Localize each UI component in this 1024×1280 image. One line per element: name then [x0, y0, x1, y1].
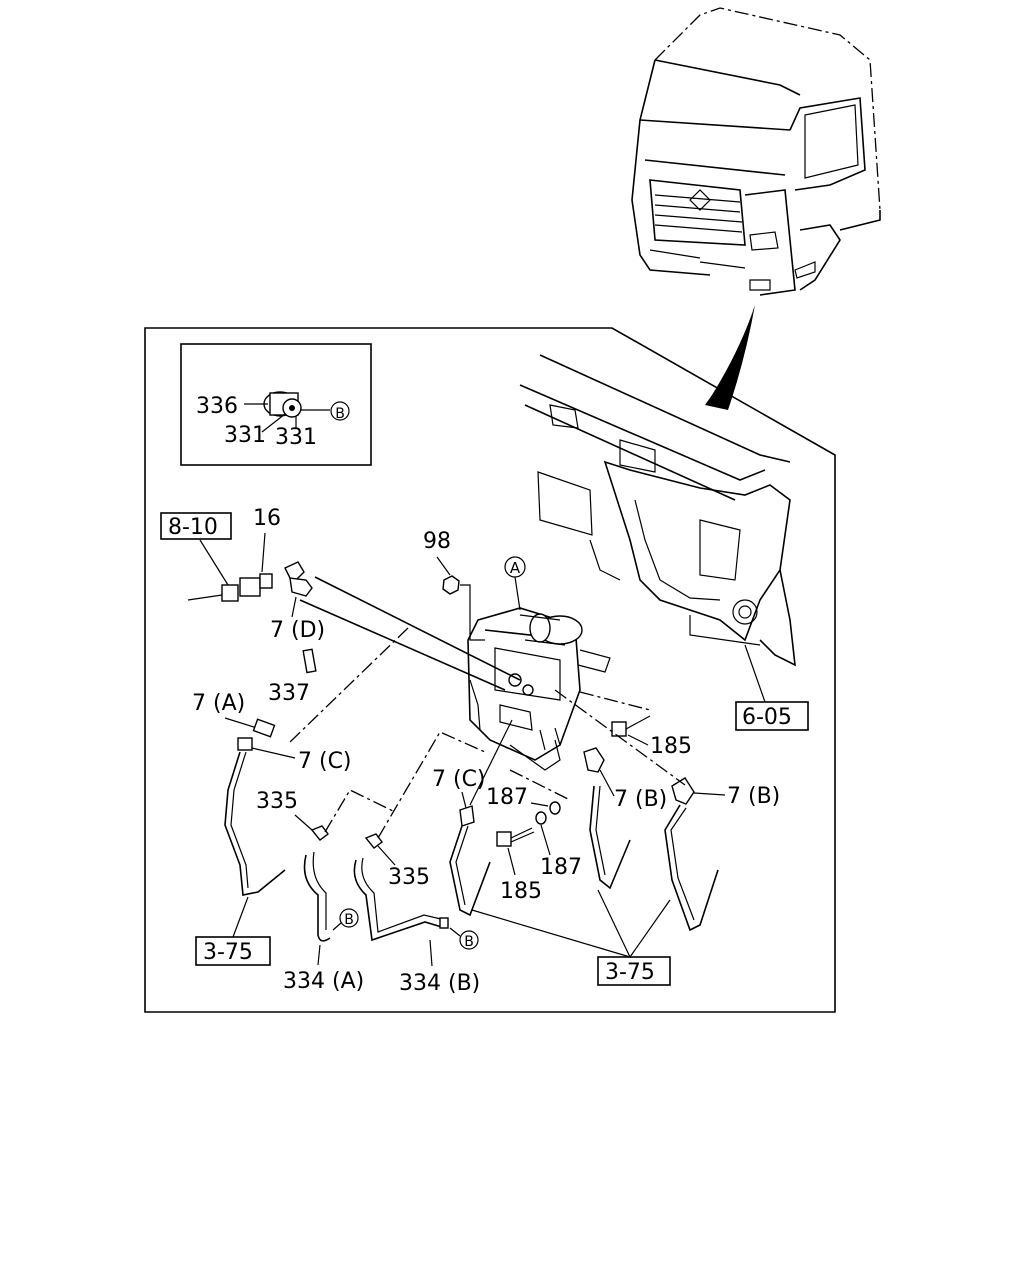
label-335-right: 335 [388, 865, 430, 890]
ref-box-8-10 [160, 512, 232, 540]
bolt-185-lower [496, 827, 535, 847]
circle-b-inset-letter: B [335, 406, 345, 422]
circle-b-right-letter: B [464, 934, 474, 950]
label-98: 98 [423, 529, 451, 554]
diagram-frame [144, 327, 836, 1013]
pipe-mid [449, 825, 491, 917]
ref-box-6-05 [735, 701, 809, 731]
ref-6-05: 6-05 [742, 705, 792, 730]
pipe-right-b [664, 804, 719, 932]
label-7c-left: 7 (C) [298, 749, 352, 774]
ref-box-3-75-right [597, 956, 671, 986]
fitting-7b-right [671, 777, 695, 805]
inset-box [180, 343, 372, 466]
label-187-upper: 187 [486, 785, 528, 810]
label-331-b: 331 [275, 425, 317, 450]
label-7b-right: 7 (B) [727, 784, 780, 809]
pointer-arrow [705, 305, 755, 410]
bolt-185-upper [611, 715, 651, 737]
pipe-right-a [589, 785, 631, 890]
label-337: 337 [268, 681, 310, 706]
circle-b-left-letter: B [344, 912, 354, 928]
circle-b-right-marker [459, 930, 479, 950]
label-7b-mid: 7 (B) [614, 787, 667, 812]
label-16: 16 [253, 506, 281, 531]
label-334b: 334 (B) [399, 971, 480, 996]
circle-b-left-marker [339, 908, 359, 928]
dashboard-panel [519, 354, 796, 667]
hose-334a [303, 854, 331, 942]
label-7d: 7 (D) [270, 618, 325, 643]
label-185-lower: 185 [500, 879, 542, 904]
washer-187-b [535, 811, 547, 825]
hose-334b [353, 859, 446, 942]
circle-a-letter: A [510, 559, 521, 577]
sensor-16 [187, 573, 273, 602]
ref-3-75-right: 3-75 [605, 960, 655, 985]
nut-98 [442, 575, 460, 595]
connector-335-left [310, 825, 329, 841]
label-336: 336 [196, 394, 238, 419]
valve-assembly [467, 607, 611, 771]
label-335-left: 335 [256, 789, 298, 814]
washer-187 [549, 801, 561, 815]
ref-8-10: 8-10 [168, 515, 218, 540]
truck-cab-illustration [631, 7, 881, 296]
ref-3-75-left: 3-75 [203, 940, 253, 965]
label-331-a: 331 [224, 423, 266, 448]
fitting-7c-left [237, 737, 253, 751]
clip-337 [302, 648, 317, 674]
fitting-7b-mid [583, 747, 605, 773]
fitting-7a [252, 718, 276, 738]
fitting-7c-mid [459, 805, 475, 827]
label-185-upper: 185 [650, 734, 692, 759]
label-7a: 7 (A) [192, 691, 245, 716]
fitting-7d [284, 561, 313, 597]
switch-inset-part [244, 391, 330, 433]
label-7c-mid: 7 (C) [432, 767, 486, 792]
label-334a: 334 (A) [283, 969, 364, 994]
pipe-left [224, 751, 286, 896]
label-187-lower: 187 [540, 855, 582, 880]
circle-b-inset-marker [330, 401, 350, 421]
